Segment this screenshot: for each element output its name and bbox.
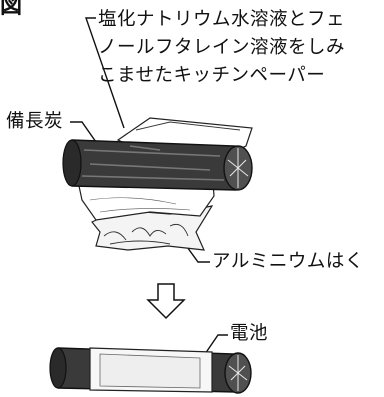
solution-label-line2: ノールフタレイン溶液をしみ xyxy=(98,37,346,58)
down-arrow-icon xyxy=(146,283,186,320)
battery-leader-line xyxy=(204,334,228,355)
foil-label: アルミニウムはく xyxy=(212,251,364,272)
charcoal-label: 備長炭 xyxy=(6,111,64,132)
charcoal-leader-line xyxy=(70,121,97,143)
charcoal-log xyxy=(62,139,253,191)
solution-label-line1: 塩化ナトリウム水溶液とフェ xyxy=(98,9,346,30)
battery-label: 電池 xyxy=(230,323,269,344)
solution-leader-line xyxy=(85,17,125,129)
battery-assembly xyxy=(49,347,252,394)
solution-label-line3: こませたキッチンペーパー xyxy=(98,65,326,86)
figure-label: 図 xyxy=(0,0,23,19)
